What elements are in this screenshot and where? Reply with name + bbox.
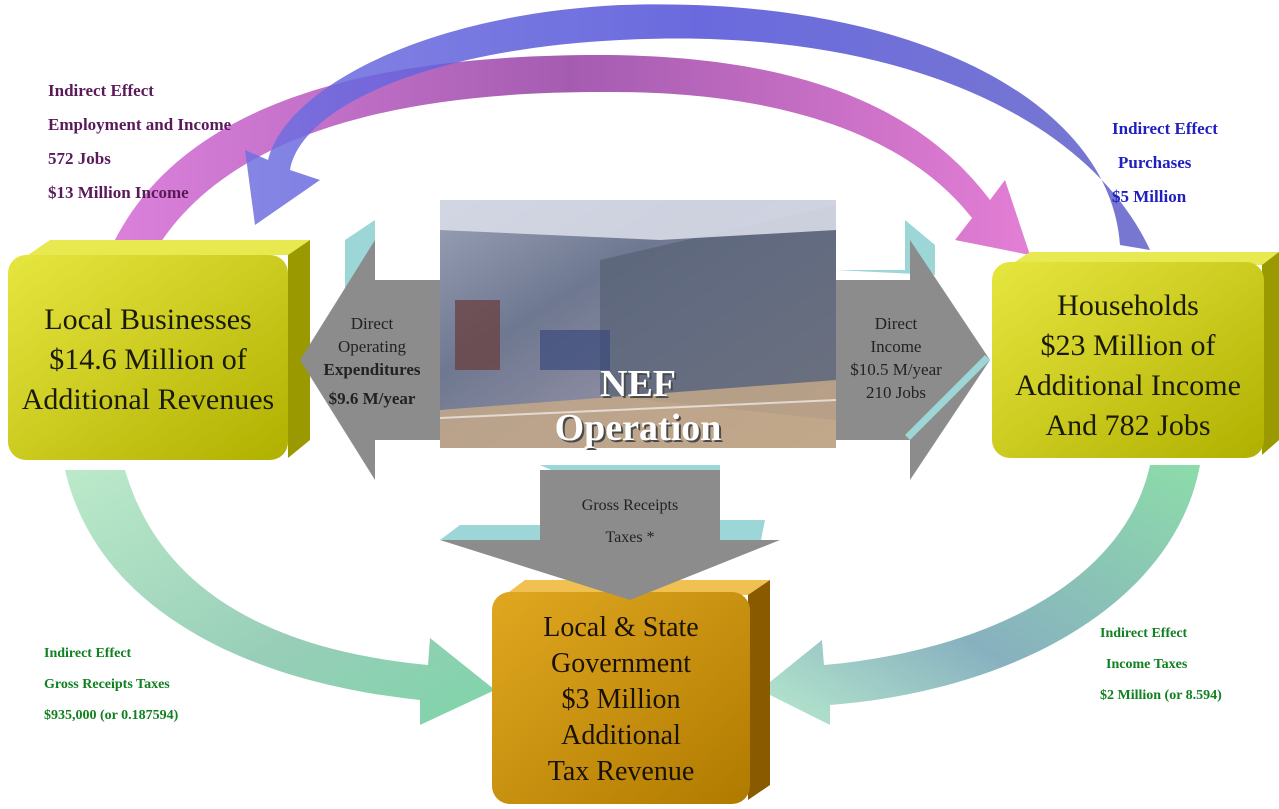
indirect-employment-income: $13 Million Income [48,183,189,202]
indirect-income-taxes-amount: $2 Million (or 8.594) [1100,688,1222,703]
government-line1: Local & State [543,612,699,643]
direct-income-jobs: 210 Jobs [866,383,926,402]
indirect-employment-title: Indirect Effect [48,81,154,100]
households-desc: Additional Income [1015,369,1241,402]
direct-income-line1: Direct [874,314,918,333]
households-box-shape [992,252,1279,458]
indirect-purchases-subtitle: Purchases [1118,153,1192,172]
local-businesses-box-shape [8,240,310,460]
direct-right-arrow-shape [836,220,990,480]
nef-photo [439,200,837,448]
direct-left-arrow-shape [300,220,440,480]
local-businesses-amount: $14.6 Million of [49,343,247,376]
government-amount: $3 Million [561,684,681,715]
green-right-arrow [760,465,1200,725]
direct-expenditures-line1: Direct [350,314,394,333]
indirect-employment-jobs: 572 Jobs [48,149,111,168]
direct-income-amount: $10.5 M/year [850,360,942,379]
households-box: Households $23 Million of Additional Inc… [992,286,1264,446]
direct-income-label: Direct Income $10.5 M/year 210 Jobs [836,312,956,404]
nef-title-line2: Operation [554,407,722,449]
government-line2: Government [551,648,691,679]
indirect-purchases-title: Indirect Effect [1112,119,1218,138]
gross-receipts-line1: Gross Receipts [581,497,679,514]
blue-arc-arrow [245,4,1150,251]
indirect-income-taxes-title: Indirect Effect [1100,626,1188,641]
direct-expenditures-label: Direct Operating Expenditures $9.6 M/yea… [306,312,438,410]
local-businesses-desc: Additional Revenues [21,383,275,416]
government-box-shape [492,580,770,804]
indirect-income-taxes-subtitle: Income Taxes [1106,657,1188,672]
green-left-arrow [65,470,495,725]
nef-title-line1: NEF [600,363,676,405]
direct-expenditures-line3: Expenditures [323,360,421,379]
government-line4: Additional [561,720,681,751]
indirect-employment-note: Indirect Effect Employment and Income 57… [48,74,231,210]
indirect-gross-receipts-note: Indirect Effect Gross Receipts Taxes $93… [44,638,178,731]
indirect-gross-receipts-amount: $935,000 (or 0.187594) [44,708,179,723]
gross-receipts-line2: Taxes * [605,529,655,546]
gross-receipts-arrow-shape [440,465,780,600]
direct-expenditures-line2: Operating [338,337,406,356]
indirect-income-taxes-note: Indirect Effect Income Taxes $2 Million … [1100,618,1222,711]
government-box: Local & State Government $3 Million Addi… [492,610,750,790]
indirect-gross-receipts-title: Indirect Effect [44,646,132,661]
indirect-gross-receipts-subtitle: Gross Receipts Taxes [44,677,170,692]
households-amount: $23 Million of [1040,329,1216,362]
nef-operation-title: NEF Operation [440,362,836,450]
direct-income-line2: Income [870,337,922,356]
local-businesses-title: Local Businesses [44,303,252,336]
indirect-purchases-amount: $5 Million [1112,187,1187,206]
local-businesses-box: Local Businesses $14.6 Million of Additi… [8,300,288,420]
households-jobs: And 782 Jobs [1045,409,1211,442]
households-title: Households [1057,289,1199,322]
gross-receipts-label: Gross Receipts Taxes * [540,490,720,554]
government-line5: Tax Revenue [547,756,695,787]
indirect-purchases-note: Indirect Effect Purchases $5 Million [1112,112,1218,214]
indirect-employment-subtitle: Employment and Income [48,115,232,134]
direct-expenditures-amount: $9.6 M/year [328,389,416,408]
